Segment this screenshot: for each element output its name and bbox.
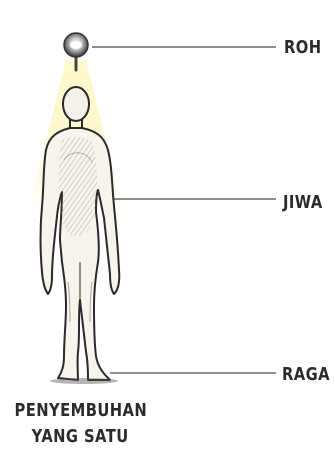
diagram-caption: PENYEMBUHAN YANG SATU — [0, 398, 160, 450]
label-roh: ROH — [284, 37, 322, 58]
ground-shadow — [50, 378, 118, 384]
label-raga: RAGA — [282, 364, 330, 385]
label-jiwa: JIWA — [283, 192, 323, 213]
figure-head — [63, 87, 89, 121]
caption-line-2: YANG SATU — [32, 424, 129, 450]
caption-line-1: PENYEMBUHAN — [15, 398, 148, 424]
figure-shading — [59, 137, 98, 236]
